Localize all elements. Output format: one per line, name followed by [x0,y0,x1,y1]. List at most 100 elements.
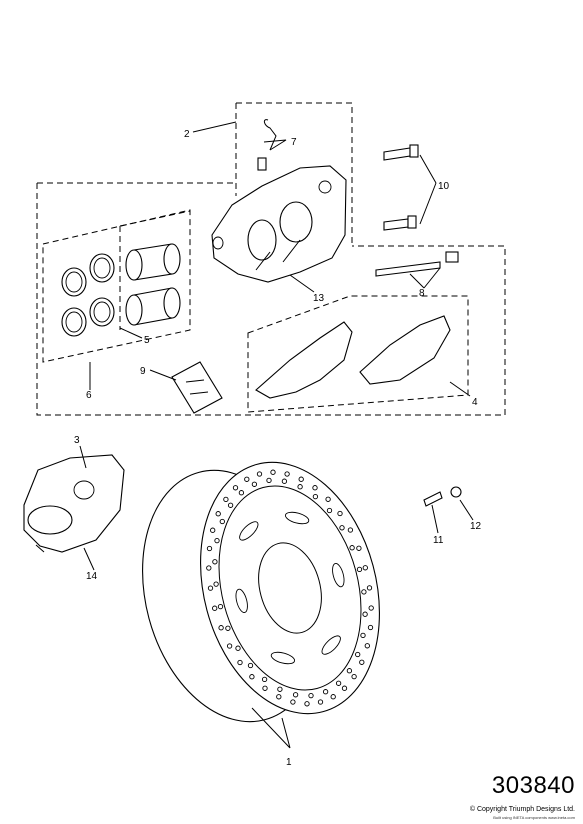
caliper-body [211,165,347,283]
disc-hole [206,565,212,571]
disc-hole [298,476,304,482]
disc-holes [206,469,374,707]
disc-slot [284,511,310,525]
disc-hole [341,685,348,691]
disc-hole [235,645,241,651]
callout-4: 4 [472,397,478,408]
disc-hole [339,525,345,531]
piston-seals [61,253,115,337]
kit-outline-5 [119,210,191,330]
disc-hole [262,685,268,691]
disc-hole [238,490,245,496]
disc-hole [270,469,276,475]
disc-hole [368,605,374,611]
disc-hole [297,484,303,490]
callout-5: 5 [144,335,150,346]
callout-9: 9 [140,366,146,377]
disc-hole [364,643,370,649]
caliper-assembly [23,454,125,553]
disc-hole [330,694,336,700]
disc-hole [312,485,318,491]
disc-hole [206,545,213,552]
disc-hole [361,589,367,595]
disc-slot [235,588,248,614]
bleed-nipple [257,119,277,171]
disc-hole [312,493,319,500]
disc-hole [366,585,373,591]
disc-hole [346,668,353,674]
disc-hole [212,605,218,611]
disc-hole [214,537,220,544]
disc-hole [304,701,310,707]
kit-outline-4 [247,295,469,413]
disc-hole [244,476,250,482]
small-print: Built using INETA components www.ineta.c… [493,815,575,820]
disc-hole [225,625,231,631]
copyright-notice: © Copyright Triumph Designs Ltd. [469,806,575,813]
disc-hole [367,624,374,631]
pad-pin [375,251,459,277]
disc-hole [207,585,214,591]
disc-hole [355,651,361,658]
callout-10: 10 [438,181,450,192]
pad-spring [171,361,223,414]
disc-hole [362,565,368,571]
disc-hole [335,680,342,686]
callout-13: 13 [313,293,325,304]
disc-hole [356,545,362,551]
pin-bolts [383,144,419,231]
callout-3: 3 [74,435,80,446]
disc-hole [349,545,355,551]
disc-hole [360,632,366,639]
brake-pads [255,315,451,399]
disc-hole [227,502,234,508]
disc-hole [351,673,357,680]
disc-slot [239,521,259,541]
callout-11: 11 [433,535,444,546]
disc-hole [247,662,254,669]
disc-slot [270,651,296,665]
disc-slot [321,635,341,655]
disc-hole [277,686,283,692]
disc-hole [237,659,243,666]
disc-hole [284,471,290,477]
disc-hole [347,527,354,533]
pistons [125,243,181,326]
disc-hole [251,481,258,487]
disc-hole [359,659,365,665]
kit-outline-main [36,182,506,416]
disc-hole [308,692,314,699]
callout-8: 8 [419,288,425,299]
disc-hole [256,471,263,477]
disc-hole [232,485,239,491]
callout-12: 12 [470,521,482,532]
callout-1: 1 [286,757,292,768]
kit-outline-2 [235,102,353,246]
disc-hole [356,566,363,573]
disc-hole [210,527,216,533]
disc-hole [325,496,331,502]
disc-hole [249,674,255,680]
disc-hole [217,603,224,610]
disc-hole [362,611,368,617]
disc-slot [332,562,345,588]
disc-hole [226,643,233,649]
disc-hole [218,625,224,631]
disc-hole [292,692,299,698]
disc-hole [317,699,324,705]
disc-hole [326,507,333,514]
leader-lines [79,121,474,749]
disc-hole [322,689,329,695]
disc-hole [290,699,296,705]
mounting-bolt [423,486,462,507]
disc-hole [223,496,229,503]
disc-hole [219,518,225,525]
disc-hole [261,676,268,683]
disc-hole [337,510,343,517]
callout-7: 7 [291,137,297,148]
disc-hole [276,694,282,700]
reference-number: 303840 [491,772,575,799]
disc-hole [215,511,221,517]
disc-hole [281,478,288,484]
